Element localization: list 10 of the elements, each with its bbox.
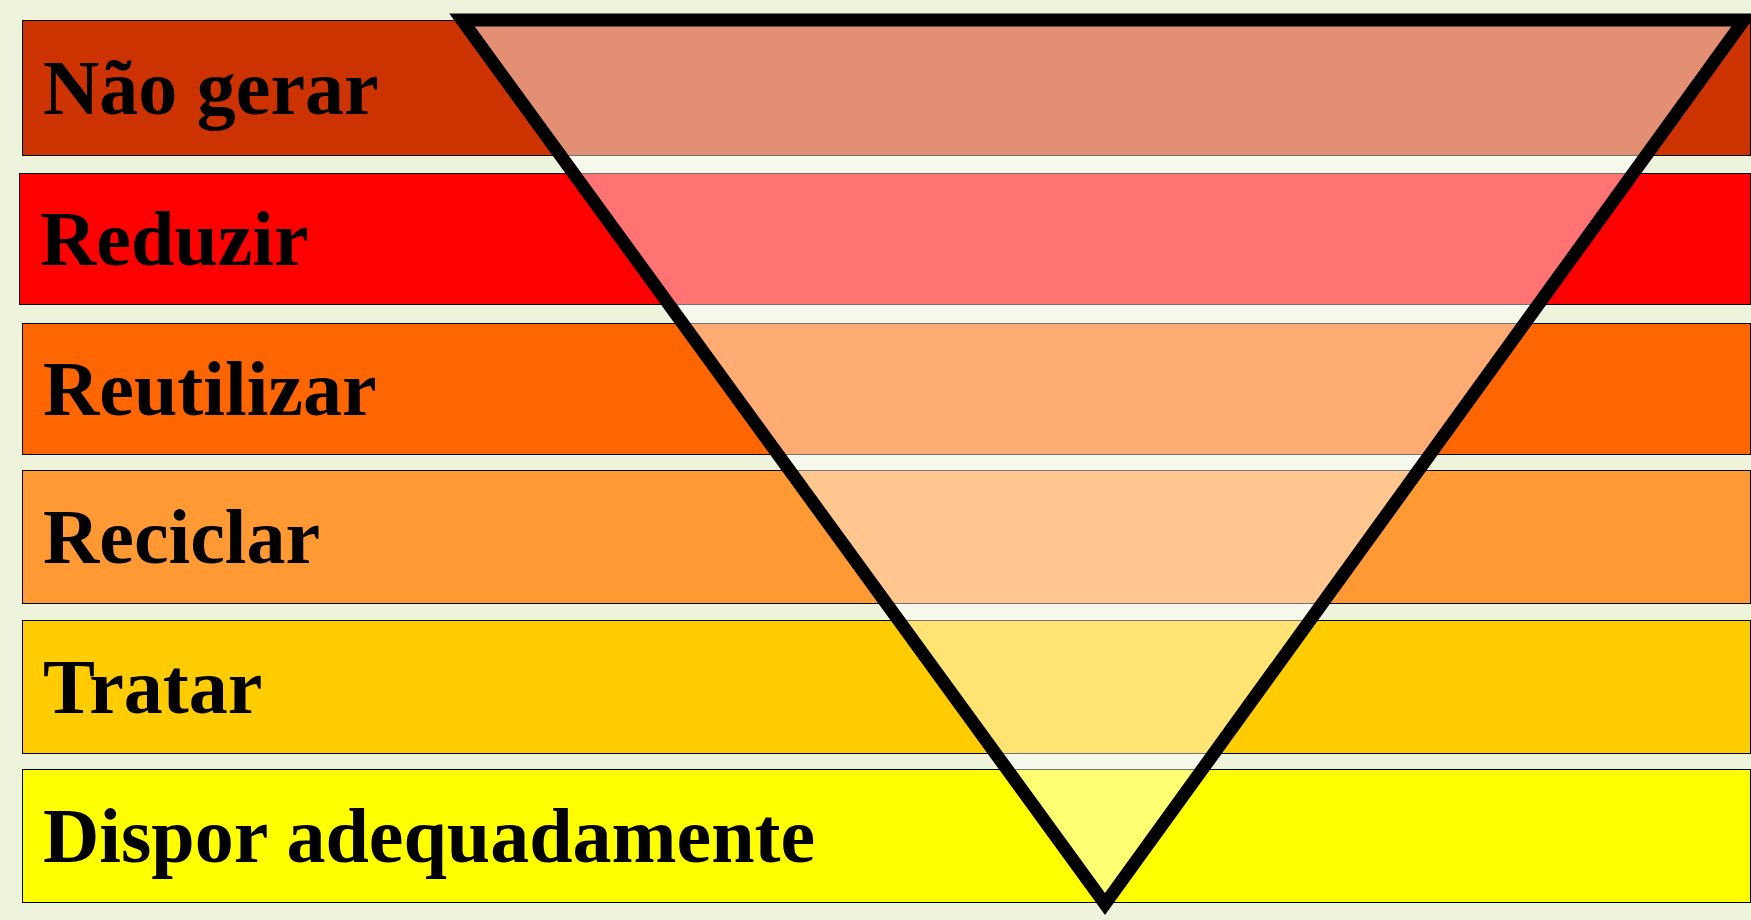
level-label: Reciclar [42,498,321,576]
level-band [22,470,1751,604]
level-band [19,173,1751,305]
level-label: Reduzir [39,200,309,278]
level-label: Reutilizar [42,350,377,428]
level-label: Tratar [42,648,263,726]
level-band [22,620,1751,754]
level-band [22,769,1751,903]
level-band [22,20,1751,156]
level-band [22,323,1751,455]
